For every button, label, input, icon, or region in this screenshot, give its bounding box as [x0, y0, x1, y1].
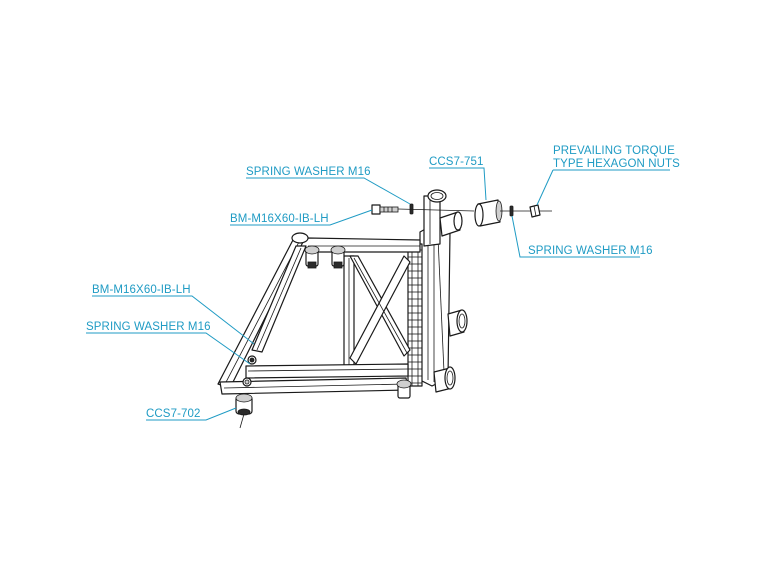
leader-spring-washer-top: [246, 177, 411, 205]
rear-post: [423, 189, 463, 247]
hex-nut-part: [529, 204, 541, 218]
foot-ccs7-702-part: [235, 393, 253, 416]
leader-ccs7-702: [146, 407, 237, 421]
label-nuts-line1: PREVAILING TORQUE: [553, 145, 675, 157]
inner-diagonal: [251, 245, 307, 353]
sleeve-ccs7-751-part: [474, 199, 503, 227]
label-bolt-top: BM-M16X60-IB-LH: [230, 213, 329, 225]
lower-rail: [245, 363, 409, 379]
leader-bolt-top: [230, 209, 373, 226]
leader-nuts-1: [536, 169, 554, 206]
truss-frame: [217, 189, 468, 399]
back-panel: [419, 221, 451, 387]
leader-spring-washer-left: [86, 332, 251, 365]
label-spring-washer-top: SPRING WASHER M16: [246, 166, 371, 178]
label-bolt-left: BM-M16X60-IB-LH: [92, 284, 191, 296]
callout-labels: SPRING WASHER M16 BM-M16X60-IB-LH CCS7-7…: [86, 145, 680, 420]
label-spring-washer-left: SPRING WASHER M16: [86, 321, 211, 333]
label-spring-washer-right: SPRING WASHER M16: [528, 245, 653, 257]
cross-braces: [349, 255, 411, 365]
exploded-hardware-left: [235, 393, 253, 429]
middle-post: [343, 255, 355, 375]
top-connectors: [304, 245, 346, 269]
leader-bolt-left: [92, 295, 255, 345]
label-ccs7-702: CCS7-702: [146, 408, 201, 420]
leader-ccs7-751: [429, 167, 487, 201]
label-ccs7-751: CCS7-751: [429, 156, 484, 168]
spring-washer-right-part: [509, 205, 514, 217]
bolt-top-part: [371, 204, 399, 215]
leg-bolt-installed: [242, 355, 257, 387]
leader-spring-washer-right: [511, 215, 640, 258]
spine-column: [407, 243, 423, 387]
callout-lines: [86, 167, 670, 421]
right-side-tubes: [433, 309, 468, 393]
bottom-connector: [396, 379, 412, 399]
exploded-hardware-top: [371, 199, 552, 227]
label-nuts-line2: TYPE HEXAGON NUTS: [553, 158, 680, 170]
